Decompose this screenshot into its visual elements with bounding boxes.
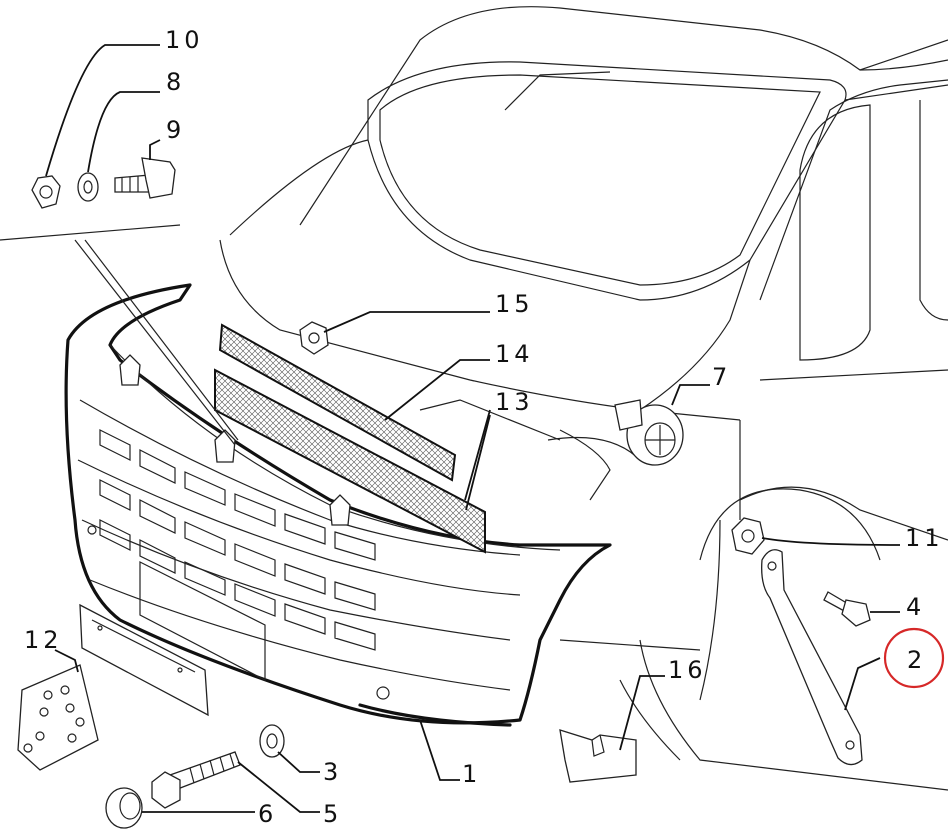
callout-16: 16 xyxy=(668,656,707,684)
callout-5: 5 xyxy=(323,800,342,828)
cap-6 xyxy=(105,787,143,829)
callout-1: 1 xyxy=(462,760,481,788)
callout-14: 14 xyxy=(495,340,534,368)
callout-3: 3 xyxy=(323,758,342,786)
callout-6: 6 xyxy=(258,800,277,828)
highlight-circle-part-2 xyxy=(883,627,945,689)
front-bumper xyxy=(64,283,612,727)
fasteners-box xyxy=(0,224,239,446)
callout-4: 4 xyxy=(906,593,925,621)
bolt-5 xyxy=(151,751,241,809)
callout-15: 15 xyxy=(495,290,534,318)
callout-11: 11 xyxy=(905,524,944,552)
leader-lines xyxy=(45,44,901,813)
callout-10: 10 xyxy=(165,26,204,54)
bumper-grille-slots xyxy=(99,429,376,651)
callout-8: 8 xyxy=(166,68,185,96)
screw-kit-12 xyxy=(17,664,99,771)
clip-15 xyxy=(299,321,329,355)
callout-7: 7 xyxy=(712,363,731,391)
callout-13: 13 xyxy=(495,388,534,416)
callout-labels: 10 8 9 15 14 13 7 11 4 2 12 16 1 3 5 6 xyxy=(24,26,944,828)
flange-nut-10 xyxy=(31,175,61,209)
upper-mesh-grille xyxy=(218,323,457,482)
grommet-7 xyxy=(614,399,684,466)
nut-11 xyxy=(731,517,765,555)
bolt-4 xyxy=(823,591,871,627)
washer-3 xyxy=(259,724,285,758)
licence-plate-holder xyxy=(79,561,266,717)
lower-mesh-grille xyxy=(214,368,486,554)
callout-2: 2 xyxy=(907,646,926,674)
bracket-16 xyxy=(559,729,637,783)
callout-12: 12 xyxy=(24,626,63,654)
bracket-2 xyxy=(761,549,863,766)
callout-9: 9 xyxy=(166,116,185,144)
bolt-9 xyxy=(114,157,176,199)
washer-8 xyxy=(77,172,99,202)
